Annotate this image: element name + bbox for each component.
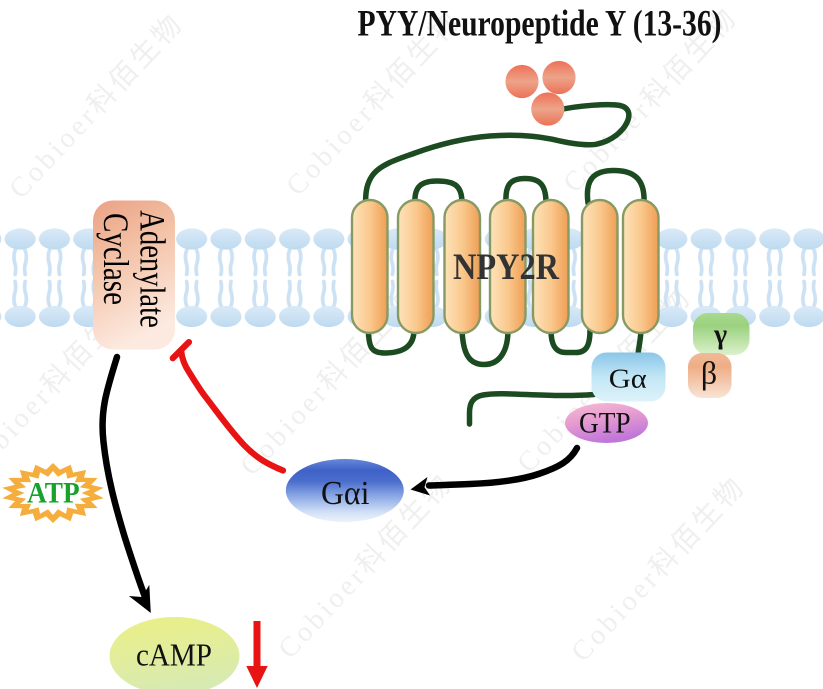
svg-text:cAMP: cAMP bbox=[136, 638, 212, 673]
svg-text:γ: γ bbox=[713, 320, 727, 351]
svg-text:GTP: GTP bbox=[579, 407, 631, 440]
svg-text:ATP: ATP bbox=[27, 478, 80, 510]
svg-text:β: β bbox=[701, 355, 717, 391]
svg-text:NPY2R: NPY2R bbox=[453, 247, 560, 288]
svg-text:Cyclase: Cyclase bbox=[96, 213, 136, 305]
svg-text:Adenylate: Adenylate bbox=[133, 210, 173, 328]
svg-text:PYY/Neuropeptide Y (13-36): PYY/Neuropeptide Y (13-36) bbox=[358, 4, 722, 45]
svg-text:Cobioer科佰生物: Cobioer科佰生物 bbox=[3, 7, 191, 205]
svg-text:Gαi: Gαi bbox=[321, 475, 370, 512]
svg-text:Cobioer科佰生物: Cobioer科佰生物 bbox=[565, 470, 753, 668]
svg-text:Gα: Gα bbox=[609, 363, 647, 394]
